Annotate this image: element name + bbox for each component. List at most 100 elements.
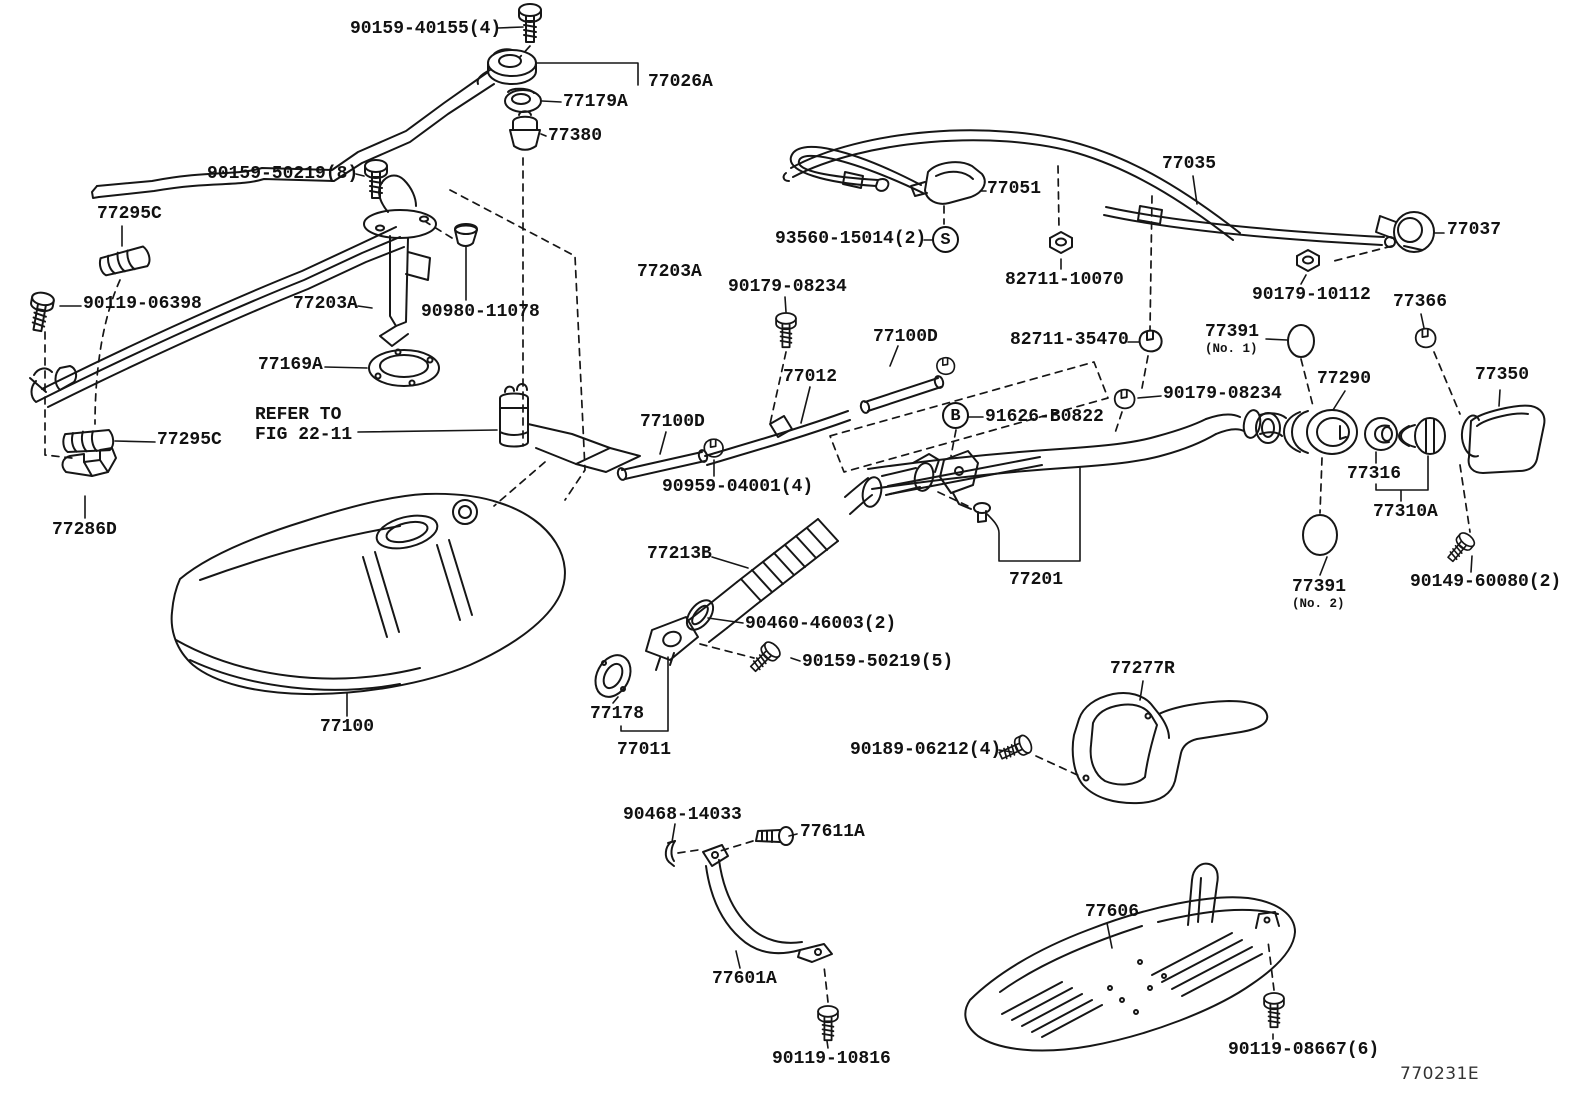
label-77100D-2: 77100D xyxy=(640,412,705,432)
pipe-77012 xyxy=(704,410,851,466)
label-770231E: 770231E xyxy=(1400,1064,1480,1084)
tank-band-77601A xyxy=(702,844,833,963)
label-77100: 77100 xyxy=(320,717,375,737)
label-90460-46003: 90460-46003(2) xyxy=(745,614,897,634)
label-90980-11078: 90980-11078 xyxy=(421,302,540,322)
filler-pipe-77201 xyxy=(844,409,1287,523)
label-90159-50219-8: 90159-50219(8) xyxy=(207,164,359,184)
bolt-90119-06398-icon xyxy=(25,290,56,334)
filler-inlet-77290 xyxy=(1283,409,1358,455)
fuel-lid-77350 xyxy=(1460,404,1546,474)
hose-77100D-right xyxy=(859,375,945,414)
label-90179-08234-1: 90179-08234 xyxy=(728,277,847,297)
label-77100D-1: 77100D xyxy=(873,327,938,347)
clamp-77100D-icon xyxy=(936,356,956,376)
release-lever-77051 xyxy=(789,145,986,205)
protector-77606 xyxy=(964,862,1296,1052)
label-82711-10070: 82711-10070 xyxy=(1005,270,1124,290)
clamp-90179-08234-2-icon xyxy=(1113,388,1136,410)
label-77295C-1: 77295C xyxy=(97,204,162,224)
fuel-cap-77310A xyxy=(1398,417,1446,455)
bolt-90119-10816-icon xyxy=(817,1005,839,1042)
label-77277R: 77277R xyxy=(1110,659,1175,679)
label-82711-35470: 82711-35470 xyxy=(1010,330,1129,350)
label-77012: 77012 xyxy=(783,367,838,387)
label-77310A: 77310A xyxy=(1373,502,1438,522)
label-77350: 77350 xyxy=(1475,365,1530,385)
label-77169A: 77169A xyxy=(258,355,323,375)
bolt-90189-06212-icon xyxy=(995,732,1035,765)
label-93560-15014: 93560-15014(2) xyxy=(775,229,927,249)
label-90159-40155: 90159-40155(4) xyxy=(350,19,502,39)
label-77316: 77316 xyxy=(1347,464,1402,484)
gasket-77391-no2 xyxy=(1302,514,1338,556)
filler-neck-lower-77011 xyxy=(645,605,728,671)
label-77037: 77037 xyxy=(1447,220,1502,240)
grommet-77316 xyxy=(1364,417,1398,451)
label-77366: 77366 xyxy=(1393,292,1448,312)
grommet-77295C-2 xyxy=(62,428,115,453)
label-90119-06398: 90119-06398 xyxy=(83,294,202,314)
label-77295C-2: 77295C xyxy=(157,430,222,450)
label-90189-06212: 90189-06212(4) xyxy=(850,740,1002,760)
label-90468-14033: 90468-14033 xyxy=(623,805,742,825)
nut-90179-10112-icon xyxy=(1296,249,1320,272)
fuel-tank-77100 xyxy=(170,492,566,696)
grommet-77295C-1 xyxy=(98,245,151,277)
breather-hose-77213B xyxy=(706,518,839,629)
clamp-77366-icon xyxy=(1414,327,1437,349)
pin-90468-14033 xyxy=(664,840,676,867)
clamp-82711-10070-icon xyxy=(1049,231,1073,254)
protector-77277R xyxy=(1071,692,1269,805)
label-77391-2: 77391(No. 2) xyxy=(1292,577,1347,612)
leader-lines xyxy=(59,26,1501,1049)
bolt-90179-08234-icon xyxy=(775,312,797,349)
label-77203A-2: 77203A xyxy=(637,262,702,282)
marker-bolt-B: B xyxy=(942,402,969,429)
connector-90980-11078 xyxy=(454,223,478,247)
tube-joint-77026A xyxy=(476,48,537,85)
vent-tube-upper xyxy=(91,71,495,199)
label-90159-50219-5: 90159-50219(5) xyxy=(802,652,954,672)
label-77201: 77201 xyxy=(1009,570,1064,590)
clamp-82711-35470-icon xyxy=(1138,329,1163,353)
label-90119-08667: 90119-08667(6) xyxy=(1228,1040,1380,1060)
gasket-77178 xyxy=(594,654,632,698)
bracket-77286D xyxy=(61,447,117,477)
gasket-77179A xyxy=(504,87,542,113)
label-77179A: 77179A xyxy=(563,92,628,112)
marker-screw-S: S xyxy=(932,226,959,253)
bolt-90159-40155-icon xyxy=(518,3,542,43)
label-91626-B0822: 91626-B0822 xyxy=(985,407,1104,427)
bolt-90119-08667-icon xyxy=(1263,992,1285,1029)
gasket-77169A xyxy=(368,348,440,387)
label-90149-60080: 90149-60080(2) xyxy=(1410,572,1562,592)
label-77011: 77011 xyxy=(617,740,672,760)
label-77606: 77606 xyxy=(1085,902,1140,922)
label-90119-10816: 90119-10816 xyxy=(772,1049,891,1069)
label-90179-08234-2: 90179-08234 xyxy=(1163,384,1282,404)
label-77290: 77290 xyxy=(1317,369,1372,389)
label-77380: 77380 xyxy=(548,126,603,146)
label-77601A: 77601A xyxy=(712,969,777,989)
label-77051: 77051 xyxy=(987,179,1042,199)
label-77213B: 77213B xyxy=(647,544,712,564)
label-77026A: 77026A xyxy=(648,72,713,92)
label-77178: 77178 xyxy=(590,704,645,724)
label-90179-10112: 90179-10112 xyxy=(1252,285,1371,305)
fuel-pump xyxy=(499,383,641,473)
label-77611A: 77611A xyxy=(800,822,865,842)
label-77391-1: 77391(No. 1) xyxy=(1205,322,1260,357)
label-77203A-1: 77203A xyxy=(293,294,358,314)
label-90959-04001: 90959-04001(4) xyxy=(662,477,814,497)
label-77286D: 77286D xyxy=(52,520,117,540)
fuel-tubes-left xyxy=(29,226,405,408)
label-77035: 77035 xyxy=(1162,154,1217,174)
gasket-77391-no1 xyxy=(1287,324,1315,358)
bolt-77611A-icon xyxy=(755,826,794,846)
release-cable-77035 xyxy=(782,129,1396,248)
dashed-lines xyxy=(44,45,1471,1003)
